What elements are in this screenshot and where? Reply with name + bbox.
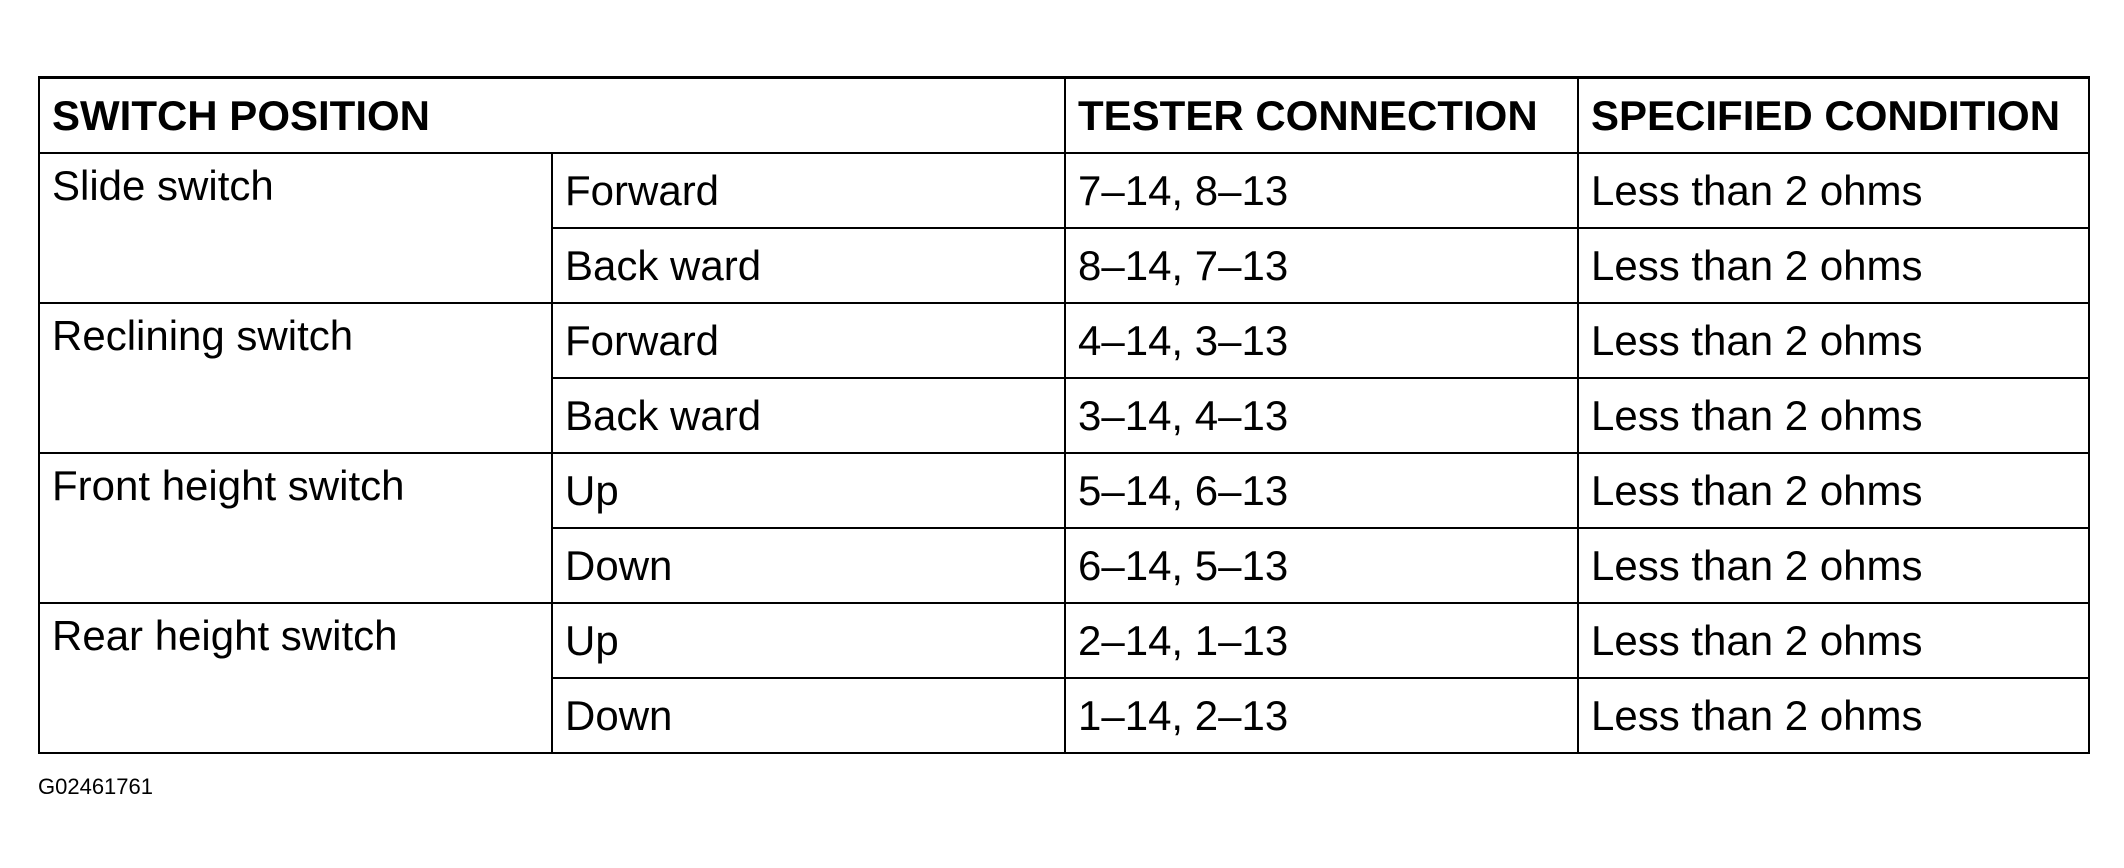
switch-name: Front height switch <box>38 452 553 604</box>
table-row: Rear height switch Up 2–14, 1–13 Less th… <box>38 602 2090 754</box>
specified-condition: Less than 2 ohms <box>1577 677 2090 754</box>
table-row: Down 1–14, 2–13 Less than 2 ohms <box>39 677 2090 754</box>
specified-condition: Less than 2 ohms <box>1577 452 2090 529</box>
switch-direction: Back ward <box>551 227 1066 304</box>
table-row: Back ward 8–14, 7–13 Less than 2 ohms <box>39 227 2090 304</box>
switch-direction: Forward <box>551 152 1066 229</box>
table-row: Down 6–14, 5–13 Less than 2 ohms <box>39 527 2090 604</box>
switch-direction: Back ward <box>551 377 1066 454</box>
tester-connection: 4–14, 3–13 <box>1064 302 1579 379</box>
table-header-row: SWITCH POSITION TESTER CONNECTION SPECIF… <box>38 76 2090 154</box>
figure-id: G02461761 <box>38 774 153 799</box>
specified-condition: Less than 2 ohms <box>1577 602 2090 679</box>
specified-condition: Less than 2 ohms <box>1577 377 2090 454</box>
tester-connection: 3–14, 4–13 <box>1064 377 1579 454</box>
specified-condition: Less than 2 ohms <box>1577 152 2090 229</box>
header-tester-connection: TESTER CONNECTION <box>1064 76 1579 154</box>
switch-direction: Down <box>551 527 1066 604</box>
switch-direction: Up <box>551 452 1066 529</box>
table-row: Slide switch Forward 7–14, 8–13 Less tha… <box>38 152 2090 304</box>
specified-condition: Less than 2 ohms <box>1577 527 2090 604</box>
tester-connection: 7–14, 8–13 <box>1064 152 1579 229</box>
switch-direction: Up <box>551 602 1066 679</box>
switch-name: Rear height switch <box>38 602 553 754</box>
specified-condition: Less than 2 ohms <box>1577 227 2090 304</box>
specified-condition: Less than 2 ohms <box>1577 302 2090 379</box>
switch-inspection-table: SWITCH POSITION TESTER CONNECTION SPECIF… <box>38 76 2090 754</box>
table-row: Back ward 3–14, 4–13 Less than 2 ohms <box>39 377 2090 454</box>
switch-name: Reclining switch <box>38 302 553 454</box>
tester-connection: 1–14, 2–13 <box>1064 677 1579 754</box>
table-row: Front height switch Up 5–14, 6–13 Less t… <box>38 452 2090 604</box>
switch-direction: Forward <box>551 302 1066 379</box>
switch-direction: Down <box>551 677 1066 754</box>
tester-connection: 8–14, 7–13 <box>1064 227 1579 304</box>
tester-connection: 6–14, 5–13 <box>1064 527 1579 604</box>
tester-connection: 2–14, 1–13 <box>1064 602 1579 679</box>
header-specified-condition: SPECIFIED CONDITION <box>1577 76 2090 154</box>
table-row: Reclining switch Forward 4–14, 3–13 Less… <box>38 302 2090 454</box>
header-switch-position: SWITCH POSITION <box>38 76 1066 154</box>
tester-connection: 5–14, 6–13 <box>1064 452 1579 529</box>
switch-name: Slide switch <box>38 152 553 304</box>
